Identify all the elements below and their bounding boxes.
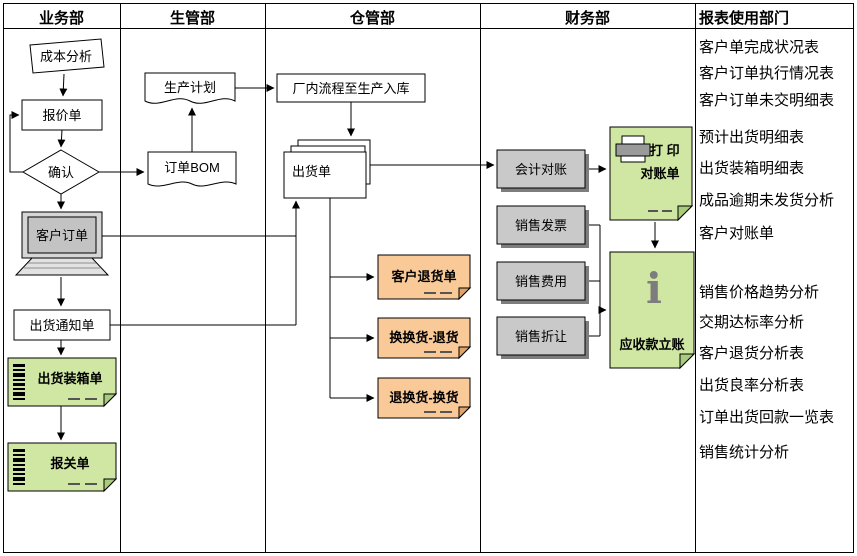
quote-label: 报价单	[42, 108, 82, 123]
production-plan-label: 生产计划	[163, 80, 216, 95]
customs-label: 报关单	[50, 456, 90, 471]
acct-recon-box-shape	[496, 149, 589, 192]
lane-header-production: 生管部	[169, 10, 215, 27]
quote-shape	[21, 99, 103, 131]
report-item: 销售统计分析	[699, 444, 790, 461]
report-item: 成品逾期未发货分析	[699, 192, 835, 209]
packing-list-label: 出货装箱单	[37, 371, 103, 386]
cost-analysis-shape	[29, 38, 105, 74]
sales-invoice-label: 销售发票	[514, 218, 567, 233]
inplant-label: 厂内流程至生产入库	[292, 81, 410, 96]
return-exchange-note-shape	[377, 377, 472, 420]
sales-allowance-label: 销售折让	[514, 329, 567, 344]
exchange-return-note-shape	[377, 317, 472, 360]
packing-list-note-shape	[7, 357, 118, 408]
ship-notice-label: 出货通知单	[29, 318, 95, 333]
customer-return-note-shape	[377, 254, 472, 301]
exchange-return-label: 换换货-退货	[389, 330, 459, 345]
order-bom-document-shape	[147, 151, 237, 187]
report-item: 订单出货回款一览表	[699, 409, 835, 426]
report-item: 出货良率分析表	[699, 377, 805, 394]
report-item: 客户订单未交明细表	[699, 92, 835, 109]
printer-icon	[615, 135, 651, 163]
lane-header-reports: 报表使用部门	[699, 10, 790, 27]
acct-recon-label: 会计对账	[514, 162, 567, 177]
report-item: 销售价格趋势分析	[699, 284, 820, 301]
shipment-doc-stack-shape	[283, 139, 371, 199]
report-item: 客户退货分析表	[699, 345, 805, 362]
ar-posting-note-shape	[609, 251, 696, 370]
barcode-icon	[13, 449, 25, 485]
confirm-label: 确认	[47, 165, 74, 180]
production-plan-document-shape	[144, 72, 236, 104]
report-item: 出货装箱明细表	[699, 160, 805, 177]
sales-expense-label: 销售费用	[514, 274, 567, 289]
customer-order-label: 客户订单	[35, 228, 88, 243]
shipment-label: 出货单	[292, 164, 332, 179]
order-bom-label: 订单BOM	[164, 160, 220, 175]
confirm-diamond-shape	[22, 149, 100, 195]
lane-header-finance: 财务部	[564, 10, 610, 27]
ship-notice-shape	[13, 309, 111, 341]
cost-analysis-label: 成本分析	[39, 49, 92, 64]
report-item: 客户单完成状况表	[699, 39, 820, 56]
swimlane-grid	[3, 3, 854, 553]
customs-note-shape	[7, 442, 118, 493]
lane-header-business: 业务部	[38, 10, 84, 27]
customer-order-computer-shape	[14, 211, 110, 276]
barcode-icon	[13, 364, 25, 400]
return-exchange-label: 退换货-换货	[389, 390, 459, 405]
report-item: 客户对账单	[699, 225, 775, 242]
report-item: 客户订单执行情况表	[699, 65, 835, 82]
customer-return-label: 客户退货单	[391, 269, 457, 284]
sales-expense-box-shape	[496, 261, 589, 304]
print-statement-note-shape	[609, 126, 694, 222]
report-item: 预计出货明细表	[699, 129, 805, 146]
print-statement-label-line2: 对账单	[640, 166, 680, 181]
ar-posting-label: 应收款立账	[619, 337, 685, 352]
info-icon: i	[646, 264, 662, 313]
lane-header-warehouse: 仓管部	[349, 10, 395, 27]
sales-invoice-box-shape	[496, 205, 589, 248]
sales-allowance-box-shape	[496, 316, 589, 359]
inplant-process-shape	[276, 73, 426, 103]
connectors	[9, 73, 659, 441]
print-statement-label-line1: 打 印	[650, 143, 680, 158]
report-item: 交期达标率分析	[699, 314, 805, 331]
